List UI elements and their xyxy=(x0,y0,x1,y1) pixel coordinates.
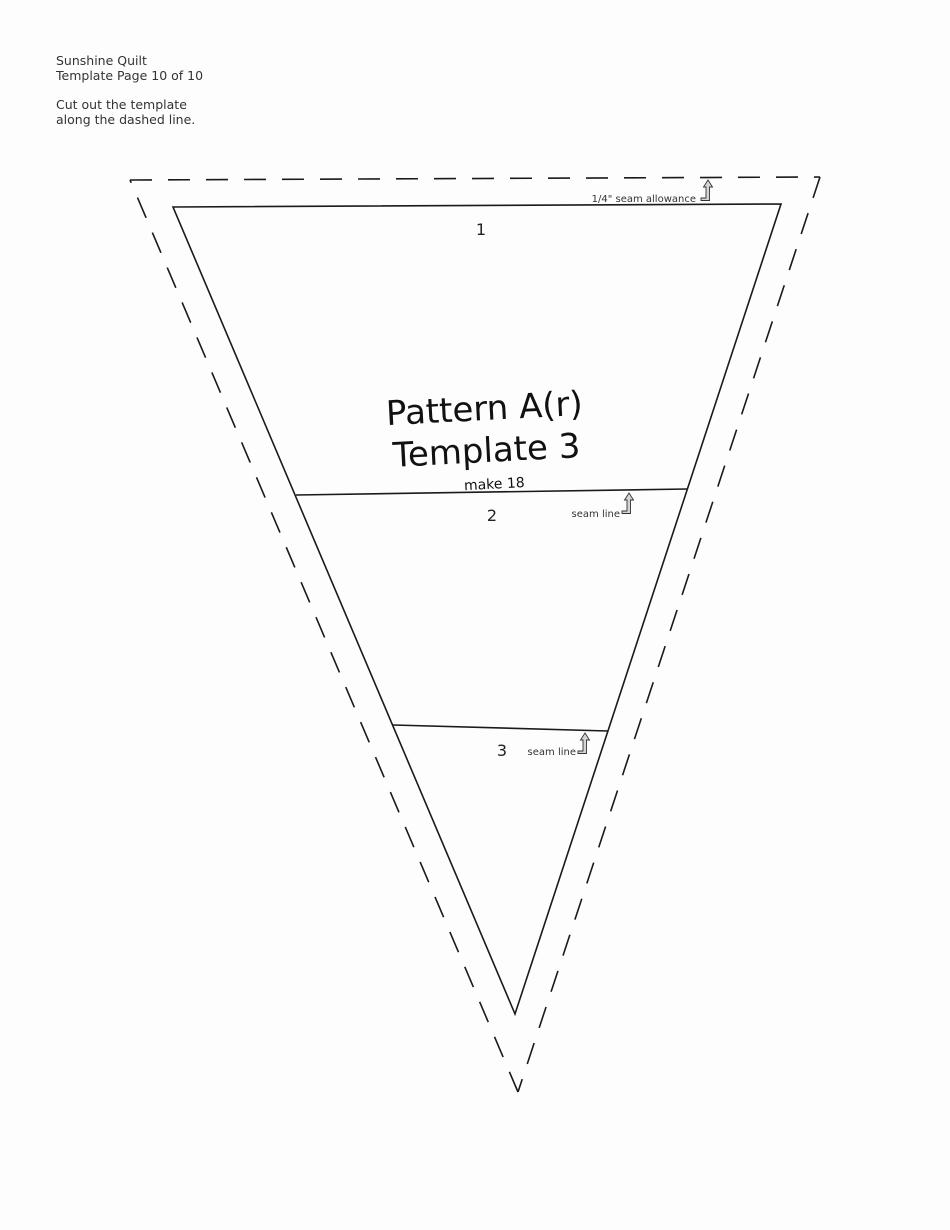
arrow-up-icon xyxy=(577,732,591,754)
quantity-label: make 18 xyxy=(464,475,525,494)
cut-instruction-line-1: Cut out the template xyxy=(56,97,187,112)
section-number-2: 2 xyxy=(487,506,497,525)
template-title: Pattern A(r) Template 3 make 18 xyxy=(385,384,584,494)
seam-allowance-label: 1/4" seam allowance xyxy=(592,194,696,205)
page-header: Sunshine Quilt Template Page 10 of 10 Cu… xyxy=(56,53,203,127)
page-number: Template Page 10 of 10 xyxy=(56,68,204,83)
cut-instruction-line-2: along the dashed line. xyxy=(56,112,196,127)
seam-line-label-1: seam line xyxy=(572,509,620,520)
template-outline xyxy=(171,203,783,1017)
title-template: Template 3 xyxy=(391,426,581,476)
arrow-up-icon xyxy=(621,492,635,514)
quilt-name: Sunshine Quilt xyxy=(56,53,147,68)
seam-line-label-2: seam line xyxy=(528,747,576,758)
section-number-1: 1 xyxy=(476,220,486,239)
cut-line-dashed xyxy=(129,176,821,1093)
section-number-3: 3 xyxy=(497,741,507,760)
seam-line-1-2 xyxy=(295,488,688,496)
arrow-up-icon xyxy=(700,179,714,201)
seam-line-2-3 xyxy=(392,724,609,732)
